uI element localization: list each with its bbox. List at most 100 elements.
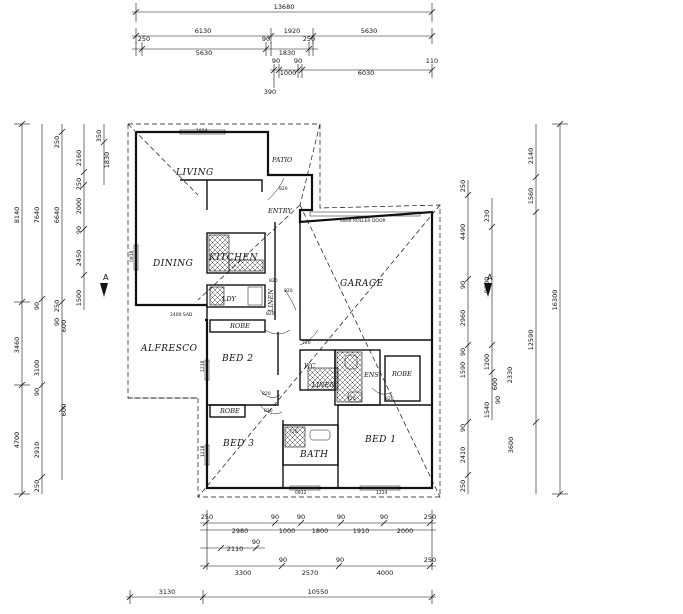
dim-right-90-a: 90 xyxy=(459,281,467,289)
dim-top-5630-row3: 5630 xyxy=(196,49,213,57)
room-label-ens: ENS xyxy=(363,371,379,379)
dim-top-6030: 6030 xyxy=(358,69,375,77)
dim-bottom-3130: 3130 xyxy=(159,588,176,596)
dim-left-7640: 7640 xyxy=(33,207,41,224)
room-label-robe-bed1: ROBE xyxy=(391,370,412,378)
room-label-kitchen: KITCHEN xyxy=(208,253,259,263)
room-label-robe-bed2: ROBE xyxy=(229,322,250,330)
note-bed3-door: 820 xyxy=(264,408,273,414)
note-ens-door: 720 xyxy=(347,396,356,402)
dim-bottom-10550: 10550 xyxy=(308,588,329,596)
dim-right-1540: 1540 xyxy=(483,402,491,419)
dim-left-250-top: 250 xyxy=(53,136,61,148)
dim-left-8140: 8140 xyxy=(13,207,21,224)
dim-bottom-1910: 1910 xyxy=(353,527,370,535)
bottom-dimensions: 250 90 90 90 90 250 2980 1000 1800 1910 … xyxy=(126,510,436,604)
section-mark-right: A xyxy=(487,273,493,282)
dim-top-5630: 5630 xyxy=(361,27,378,35)
note-bed3-window: 1218 xyxy=(200,445,206,457)
room-label-ldy: LDY xyxy=(221,295,237,303)
dim-right-90-b: 90 xyxy=(459,348,467,356)
dim-right-2410: 2410 xyxy=(459,447,467,464)
dim-bottom-90-a: 90 xyxy=(271,513,279,521)
room-label-robe-bed3: ROBE xyxy=(219,407,240,415)
dim-left-3100: 3100 xyxy=(33,360,41,377)
room-label-linen: LINEN xyxy=(311,381,335,389)
room-label-bed3: BED 3 xyxy=(222,439,255,449)
room-label-bed1: BED 1 xyxy=(364,435,397,445)
dim-right-3600: 3600 xyxy=(507,437,515,454)
note-garage-door: 820 xyxy=(284,288,293,294)
room-label-living: LIVING xyxy=(175,168,214,178)
room-label-linen-tall: LINEN xyxy=(267,289,275,313)
dim-bottom-90-c: 90 xyxy=(337,513,345,521)
dim-top-6130: 6130 xyxy=(195,27,212,35)
note-wc-door: 720 xyxy=(302,340,311,346)
dim-left-600-a: 600 xyxy=(60,320,68,332)
dim-left-600-b: 600 xyxy=(60,404,68,416)
note-bed2-door: 820 xyxy=(262,391,271,397)
dim-left-2160: 2160 xyxy=(75,150,83,167)
note-roller-door: 4800 ROLLER DOOR xyxy=(340,218,386,224)
roof-outline xyxy=(127,123,441,498)
dim-bottom-90-d: 90 xyxy=(380,513,388,521)
dim-left-3460: 3460 xyxy=(13,337,21,354)
dim-left-250-b: 250 xyxy=(75,178,83,190)
note-bath-door: 720 xyxy=(289,429,298,435)
dim-left-2910: 2910 xyxy=(33,442,41,459)
dim-left-2000: 2000 xyxy=(75,198,83,215)
left-dimensions: 8140 3460 4700 7640 90 3100 90 2910 250 … xyxy=(13,120,111,498)
windows xyxy=(133,129,421,491)
dim-top-90-b: 90 xyxy=(294,57,302,65)
dim-overall-width-top: 13680 xyxy=(274,3,295,11)
dim-left-1500: 1500 xyxy=(75,290,83,307)
dim-left-90-b: 90 xyxy=(33,388,41,396)
dim-top-250-left: 250 xyxy=(138,35,150,43)
dim-left-90-d: 90 xyxy=(75,226,83,234)
dim-right-250-top: 250 xyxy=(459,180,467,192)
dim-right-4490: 4490 xyxy=(459,224,467,241)
note-dining-window: 0818 xyxy=(129,250,135,262)
dim-left-90-a: 90 xyxy=(33,302,41,310)
dim-top-390: 390 xyxy=(264,88,276,96)
dim-left-4700: 4700 xyxy=(13,432,21,449)
room-label-entry: ENTRY xyxy=(267,207,292,215)
plan-notes: 4800 ROLLER DOOR 2400 SAD 1824 0912 1224… xyxy=(129,128,394,496)
dim-top-1920: 1920 xyxy=(284,27,301,35)
dim-bottom-1800: 1800 xyxy=(312,527,329,535)
dim-top-250-right: 250 xyxy=(303,35,315,43)
dim-left-350: 350 xyxy=(95,130,103,142)
dim-left-2450: 2450 xyxy=(75,250,83,267)
dim-top-1000: 1000 xyxy=(280,69,297,77)
room-label-alfresco: ALFRESCO xyxy=(140,344,198,354)
dim-right-1200: 1200 xyxy=(483,354,491,371)
dim-right-1590: 1590 xyxy=(459,362,467,379)
internal-walls xyxy=(180,179,432,488)
door-swings xyxy=(259,177,393,415)
dim-bottom-3300: 3300 xyxy=(235,569,252,577)
room-label-garage: GARAGE xyxy=(340,279,384,289)
dim-right-90-d: 90 xyxy=(494,396,502,404)
dim-bottom-90-e: 90 xyxy=(279,556,287,564)
dim-right-90-c: 90 xyxy=(459,424,467,432)
room-label-bed2: BED 2 xyxy=(221,354,254,364)
note-entry-door: 820 xyxy=(279,186,288,192)
dim-bottom-1000: 1000 xyxy=(279,527,296,535)
dim-bottom-250-row4: 250 xyxy=(424,556,436,564)
note-bottom-window-left: 0912 xyxy=(295,490,307,496)
dim-bottom-4000: 4000 xyxy=(377,569,394,577)
dim-top-90-a: 90 xyxy=(272,57,280,65)
dim-right-250-bottom: 250 xyxy=(459,480,467,492)
dim-bottom-2980: 2980 xyxy=(232,527,249,535)
dim-left-250-bottom: 250 xyxy=(33,480,41,492)
dim-bottom-2570: 2570 xyxy=(302,569,319,577)
note-ldy-door: 820 xyxy=(266,311,275,317)
dim-bottom-90-row3: 90 xyxy=(252,538,260,546)
dim-top-90-row3: 90 xyxy=(262,35,270,43)
note-sad: 2400 SAD xyxy=(170,312,193,318)
dim-bottom-2110: 2110 xyxy=(227,545,244,553)
right-dimensions: 250 4490 90 2960 90 1590 90 2410 250 230… xyxy=(459,120,568,498)
section-mark-left: A xyxy=(103,273,109,282)
room-labels: LIVING KITCHEN DINING LDY ALFRESCO GARAG… xyxy=(140,156,412,460)
